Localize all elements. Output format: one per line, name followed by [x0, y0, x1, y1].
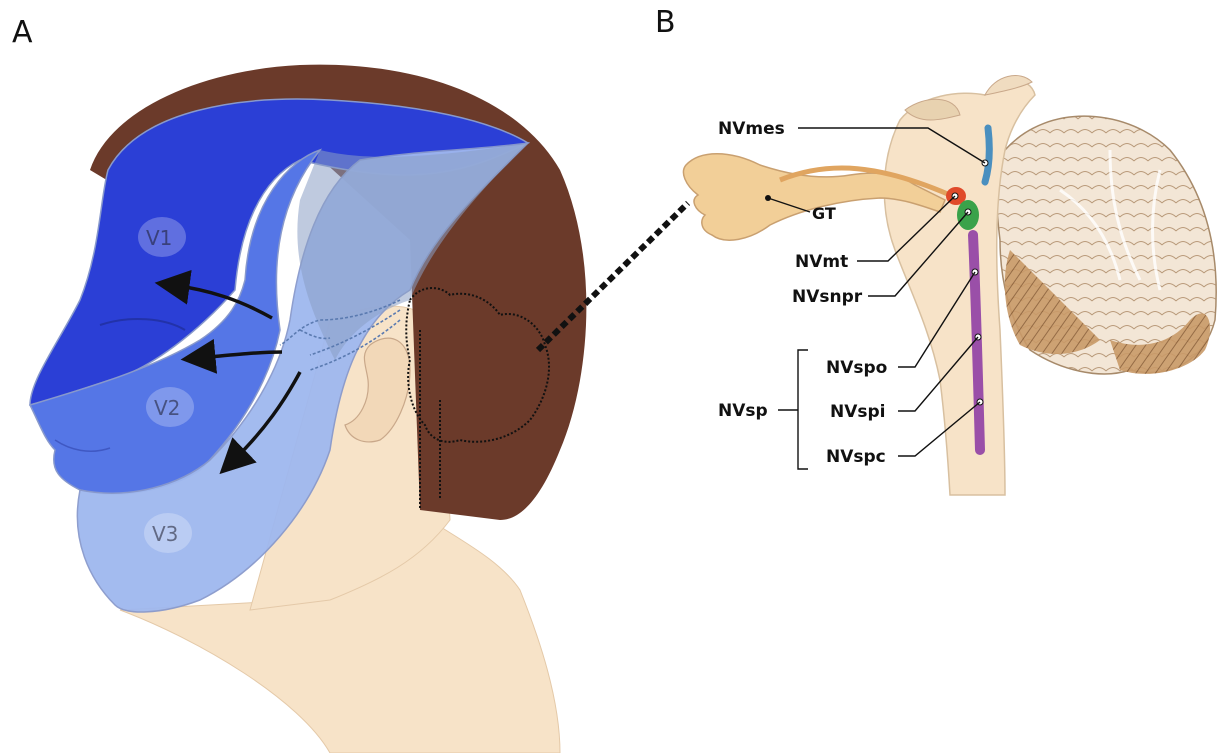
- label-nvmt: NVmt: [795, 252, 848, 272]
- label-nvsp: NVsp: [718, 401, 768, 421]
- label-nvsnpr: NVsnpr: [792, 287, 863, 307]
- label-nvspo: NVspo: [826, 358, 887, 378]
- panel-letter-a: A: [12, 15, 33, 50]
- zone-v2-label: V2: [154, 396, 180, 420]
- label-nvspi: NVspi: [830, 402, 886, 422]
- label-nvmes: NVmes: [718, 119, 785, 139]
- zone-v3-label: V3: [152, 522, 178, 546]
- zone-v1-label: V1: [146, 226, 172, 250]
- label-gt: GT: [812, 204, 836, 223]
- head-illustration: V1 V2 V3: [30, 65, 688, 753]
- label-nvspc: NVspc: [826, 447, 886, 467]
- cerebellum: [997, 116, 1216, 374]
- panel-letter-b: B: [655, 5, 676, 40]
